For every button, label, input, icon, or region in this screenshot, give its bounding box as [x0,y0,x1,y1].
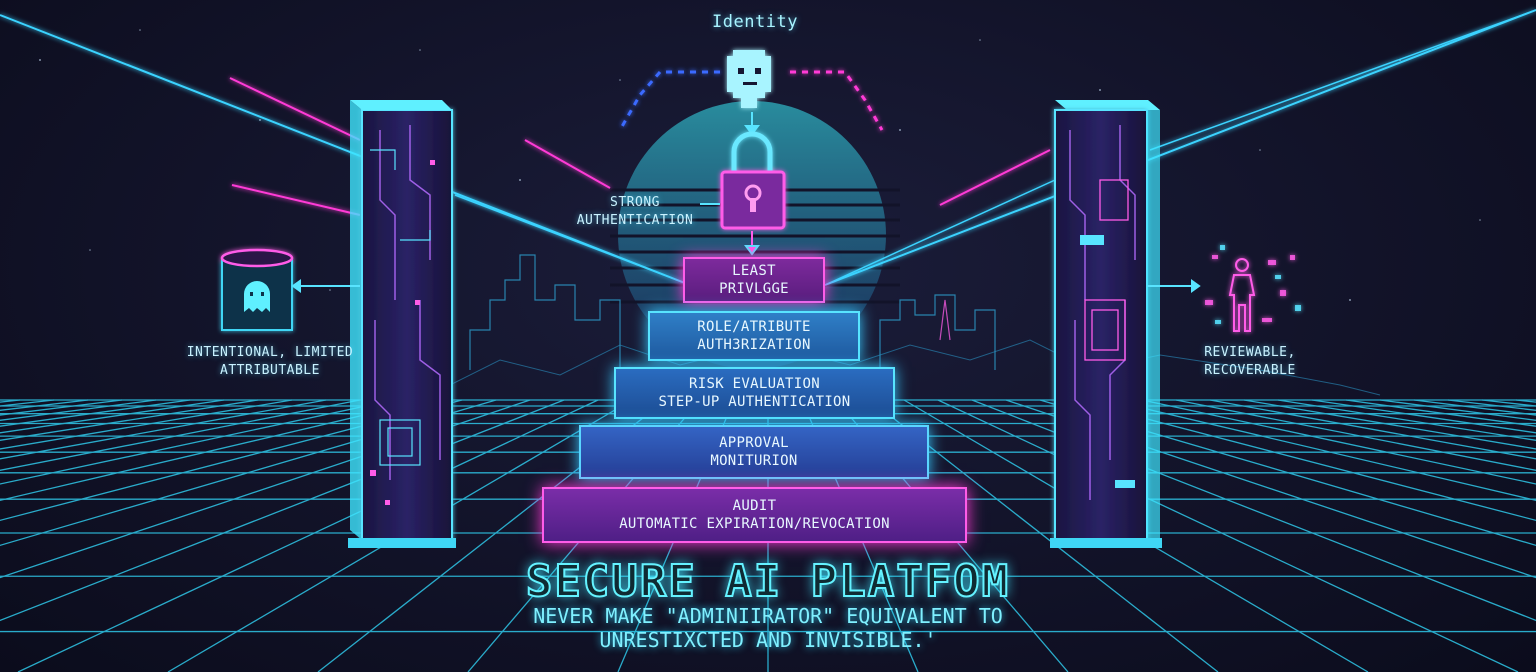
grid-v-line [1175,399,1536,472]
grid-v-line [1107,399,1536,502]
right-node-line1: REVIEWABLE, [1204,345,1296,360]
grid-v-line [17,399,599,672]
grid-v-line [0,399,293,450]
step-3-line1: RISK EVALUATION [689,376,820,392]
step-5-line1: AUDIT [732,498,777,514]
right-link-arrow [1147,279,1201,293]
grid-v-line [0,399,361,472]
grid-v-line [0,399,395,485]
page-subtitle: NEVER MAKE "ADMINIIRATOR" EQUIVALENT TO … [368,604,1168,652]
left-link-arrow [291,279,360,293]
identity-label: Identity [712,12,798,32]
laser-beams [0,9,1536,286]
subtitle-line1: NEVER MAKE "ADMINIIRATOR" EQUIVALENT TO [533,604,1003,628]
left-circuit-pillar [348,100,456,548]
step-role-attribute-authorization: ROLE/ATRIBUTE AUTH3RIZATION [648,311,860,361]
grid-v-line [0,399,327,460]
grid-v-line [1243,399,1536,450]
step-risk-evaluation: RISK EVALUATION STEP-UP AUTHENTICATION [614,367,895,419]
step-audit: AUDIT AUTOMATIC EXPIRATION/REVOCATION [542,487,967,543]
step-2-line2: AUTH3RIZATION [697,337,811,353]
grid-v-line [937,399,1519,672]
person-glitch-icon [1205,245,1301,332]
right-node-label: REVIEWABLE, RECOVERABLE [1170,344,1330,380]
pixel-head-icon [727,50,771,108]
step-approval: APPROVAL MONITURION [579,425,929,479]
step-3-line2: STEP-UP AUTHENTICATION [658,394,851,410]
grid-v-line [1209,399,1536,460]
page-title: SECURE AI PLATFOM [525,555,1011,608]
step-1-line2: PRIVLGGE [719,281,789,297]
grid-v-line [1073,399,1536,522]
left-node-line1: INTENTIONAL, LIMITED [186,345,354,360]
padlock-icon [720,131,786,230]
ghost-cylinder-icon [220,248,294,331]
grid-v-line [0,399,463,522]
step-2-line1: ROLE/ATRIBUTE [697,319,811,335]
identity-dashed-links [618,70,884,131]
grid-v-line [0,399,429,502]
right-node-line2: RECOVERABLE [1204,363,1296,378]
step-5-line2: AUTOMATIC EXPIRATION/REVOCATION [619,516,890,532]
flow-arrows [744,112,760,256]
strong-auth-line1: STRONG [610,195,660,210]
right-circuit-pillar [1050,100,1162,548]
grid-v-line [1141,399,1536,485]
left-node-line2: ATTRIBUTABLE [220,363,320,378]
city-skyline [469,254,996,370]
left-node-label: INTENTIONAL, LIMITED ATTRIBUTABLE [170,344,370,380]
strong-auth-line2: AUTHENTICATION [576,213,694,228]
subtitle-line2: UNRESTIXCTED AND INVISIBLE.' [599,628,937,652]
grid-v-line [1039,399,1536,547]
step-least-privilege: LEAST PRIVLGGE [683,257,825,303]
grid-v-line [0,399,497,547]
strong-auth-label: STRONG AUTHENTICATION [562,194,708,230]
step-1-line1: LEAST [732,263,776,279]
step-4-line1: APPROVAL [719,435,789,451]
step-4-line2: MONITURION [710,453,798,469]
